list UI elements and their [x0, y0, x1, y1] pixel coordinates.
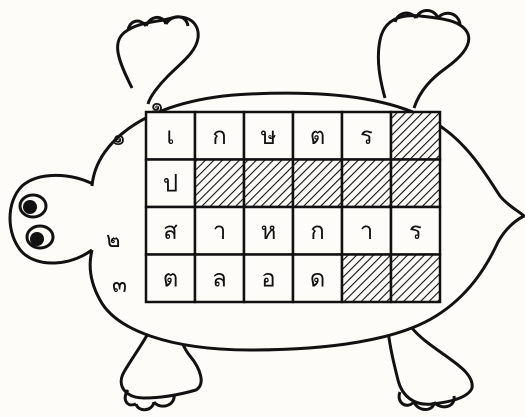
row-number-label-4: ๓	[112, 267, 127, 302]
cell-letter: า	[360, 217, 373, 245]
front-right-flipper	[378, 16, 468, 108]
row-number-label-1: ๑	[112, 120, 126, 155]
right-eye-icon	[27, 226, 53, 248]
cell-letter: ร	[409, 217, 422, 245]
cell-letter: ต	[163, 264, 179, 292]
shaded-cell	[342, 160, 391, 208]
column-number-label: ๑	[150, 88, 164, 123]
cell-letter: า	[213, 217, 226, 245]
left-eye-icon	[20, 195, 46, 217]
cell-letter: ก	[212, 122, 227, 150]
crossword-grid: เกษตรปสาหการตลอด	[146, 112, 440, 302]
shaded-cell	[391, 160, 440, 208]
row-number-label-3: ๒	[106, 222, 121, 257]
turtle-head	[10, 175, 95, 263]
shaded-cell	[391, 255, 440, 303]
cell-letter: ล	[212, 264, 227, 292]
cell-letter: ษ	[261, 122, 277, 150]
shaded-cell	[342, 255, 391, 303]
shaded-cell	[293, 160, 342, 208]
cell-letter: ก	[310, 217, 325, 245]
shaded-cell	[244, 160, 293, 208]
shaded-cell	[195, 160, 244, 208]
shaded-cell	[391, 112, 440, 160]
cell-letter: ส	[163, 217, 178, 245]
cell-letter: ห	[261, 217, 277, 245]
cell-letter: ร	[360, 122, 373, 150]
cell-letter: ต	[310, 122, 326, 150]
cell-letter: ด	[310, 264, 326, 292]
cell-letter: เ	[166, 122, 174, 150]
cell-letter: อ	[261, 264, 275, 292]
cell-letter: ป	[163, 169, 178, 197]
